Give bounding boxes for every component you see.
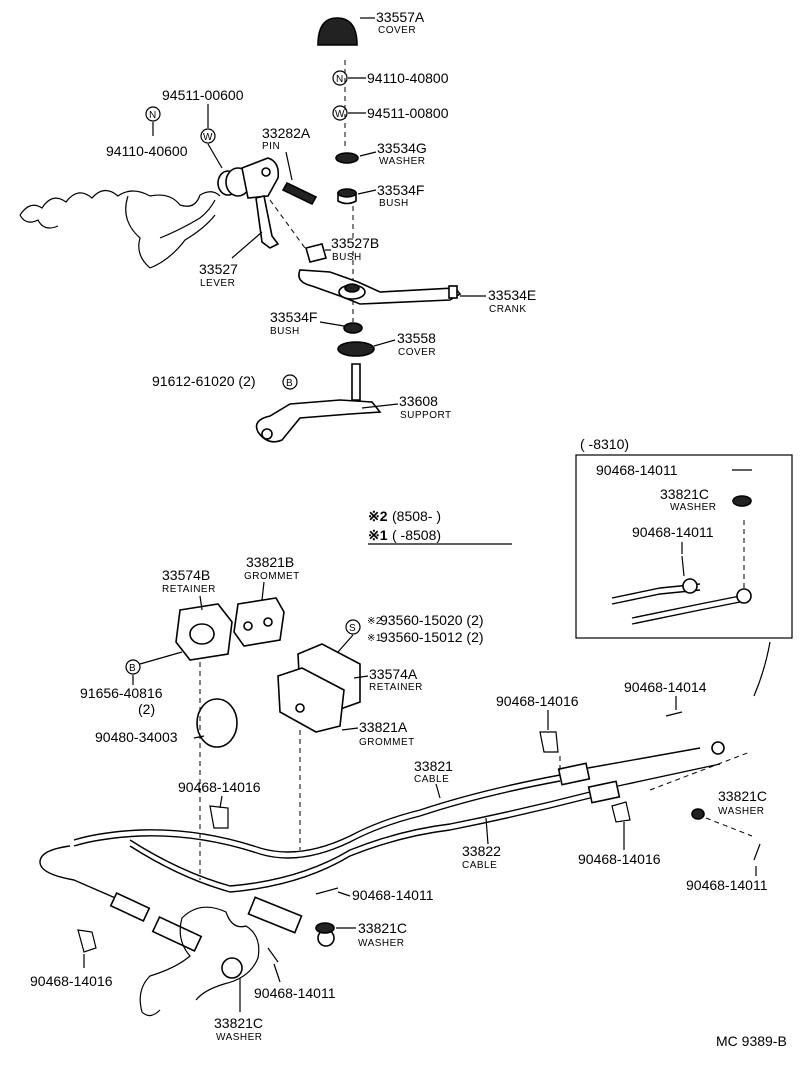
callout-90480-34003-part: 90480-34003	[95, 729, 178, 745]
inset-callout-2-name: WASHER	[670, 502, 717, 513]
marker-n-2: N	[149, 110, 157, 121]
callout-94511-00800-part: 94511-00800	[367, 105, 449, 121]
callout-90468-14014-part: 90468-14014	[624, 679, 707, 695]
callout-33527B-part: 33527B	[331, 235, 379, 251]
callout-90468-14016-c-part: 90468-14016	[578, 851, 661, 867]
callout-33534E-part: 33534E	[488, 287, 536, 303]
cable-assembly-drawing	[39, 597, 761, 1017]
callout-33608-part: 33608	[399, 393, 438, 409]
inset-callout-3-part: 90468-14011	[632, 524, 714, 540]
callout-33282A-part: 33282A	[262, 125, 311, 141]
callout-33574B-name: RETAINER	[162, 584, 216, 595]
callout-91656-40816-part: 91656-40816	[80, 685, 163, 701]
callout-33534G-name: WASHER	[379, 156, 426, 167]
callout-33558-name: COVER	[398, 347, 436, 358]
callout-93560-15020-part: 93560-15020 (2)	[380, 612, 484, 628]
callout-33821B-name: GROMMET	[244, 571, 300, 582]
callout-93560-15012-part: 93560-15012 (2)	[380, 629, 484, 645]
callout-94110-40600-part: 94110-40600	[106, 143, 188, 159]
callout-33574A-part: 33574A	[369, 666, 418, 682]
callout-91612-61020-part: 91612-61020 (2)	[152, 373, 256, 389]
callout-90468-14011-c-part: 90468-14011	[254, 985, 336, 1001]
marker-s: S	[349, 623, 356, 634]
callout-33557A-name: COVER	[378, 25, 416, 36]
callout-90468-14016-b-part: 90468-14016	[496, 693, 579, 709]
callout-33534F-2-part: 33534F	[270, 309, 317, 325]
callout-33534F-2-name: BUSH	[270, 326, 300, 337]
callout-33821C-c-name: WASHER	[216, 1032, 263, 1043]
cover-knob-shape	[317, 17, 358, 46]
callout-33527-part: 33527	[199, 261, 238, 277]
callout-33821B-part: 33821B	[246, 554, 294, 570]
callout-33534F-name: BUSH	[379, 198, 409, 209]
marker-n: N	[336, 74, 344, 85]
marker-b: B	[286, 378, 293, 389]
callout-33821C-a-part: 33821C	[718, 788, 767, 804]
callout-90468-14011-a-part: 90468-14011	[686, 877, 768, 893]
callout-33534G-part: 33534G	[377, 140, 427, 156]
callout-33821C-c-part: 33821C	[214, 1015, 263, 1031]
callout-33822-name: CABLE	[462, 860, 497, 871]
note1-mark: ※1	[368, 527, 388, 543]
callout-33608-name: SUPPORT	[400, 410, 452, 421]
callout-33527-name: LEVER	[200, 278, 235, 289]
note2-mark: ※2	[368, 508, 388, 524]
callout-33821C-a-name: WASHER	[718, 806, 765, 817]
callout-90468-14011-b-part: 90468-14011	[352, 887, 434, 903]
callout-33821C-b-name: WASHER	[358, 938, 405, 949]
figure-code: MC 9389-B	[716, 1033, 787, 1049]
note1-range: ( -8508)	[392, 527, 441, 543]
callout-33822-part: 33822	[462, 843, 501, 859]
marker-w: W	[335, 109, 345, 120]
callout-33821A-name: GROMMET	[359, 737, 415, 748]
ref1-mark: ※1	[367, 633, 382, 644]
marker-w-2: W	[203, 132, 213, 143]
callout-33821A-part: 33821A	[359, 719, 408, 735]
callout-90468-14016-d-part: 90468-14016	[30, 973, 113, 989]
inset-callout-1-part: 90468-14011	[596, 462, 678, 478]
callout-94511-00600-part: 94511-00600	[162, 87, 244, 103]
callout-33534F-part: 33534F	[377, 182, 424, 198]
callout-94110-40800-part: 94110-40800	[367, 70, 449, 86]
shift-lever-assembly-drawing	[19, 17, 462, 443]
callout-90468-14016-a-part: 90468-14016	[178, 779, 261, 795]
inset-callout-2-part: 33821C	[660, 486, 709, 502]
marker-b-2: B	[129, 663, 136, 674]
callout-33282A-name: PIN	[262, 141, 280, 152]
note2-range: (8508- )	[392, 508, 441, 524]
callout-33534E-name: CRANK	[489, 304, 527, 315]
callout-91656-40816-qty: (2)	[138, 701, 155, 717]
callout-33574A-name: RETAINER	[369, 682, 423, 693]
callout-33821-name: CABLE	[414, 774, 449, 785]
callout-33558-part: 33558	[397, 330, 436, 346]
callout-33527B-name: BUSH	[332, 252, 362, 263]
callout-labels: 33557A COVER N 94110-40800 W 94511-00800…	[30, 9, 787, 1049]
callout-33574B-part: 33574B	[162, 567, 210, 583]
callout-33821-part: 33821	[414, 758, 453, 774]
callout-33821C-b-part: 33821C	[358, 920, 407, 936]
ref2-mark: ※2	[367, 616, 382, 627]
inset-panel	[575, 454, 793, 697]
callout-33557A-part: 33557A	[376, 9, 425, 25]
inset-range: ( -8310)	[580, 436, 629, 452]
